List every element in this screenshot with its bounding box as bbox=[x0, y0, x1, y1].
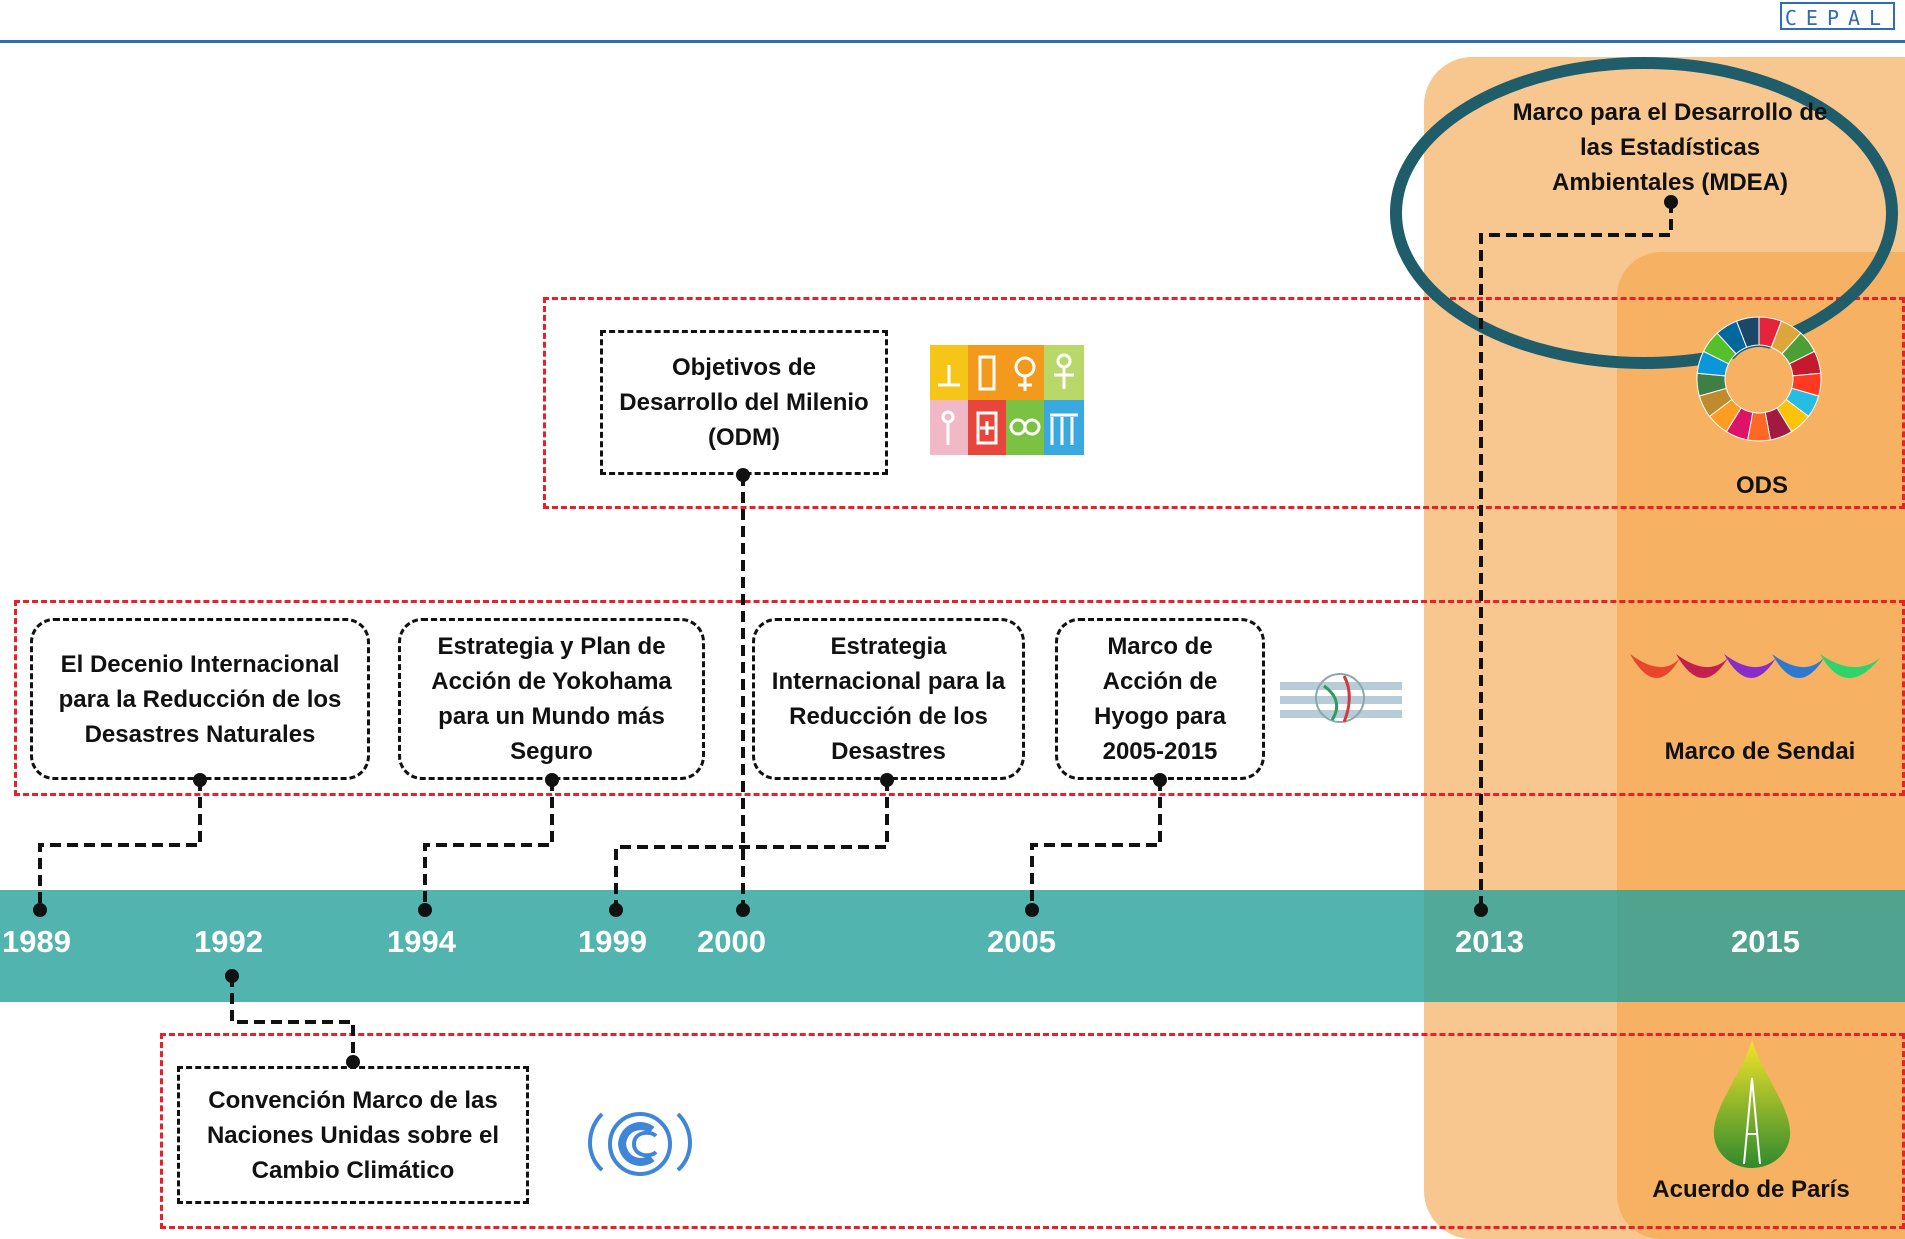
sendai-label: Marco de Sendai bbox=[1664, 738, 1856, 765]
ods-wheel-segment bbox=[1735, 316, 1760, 348]
year-2015: 2015 bbox=[1731, 924, 1800, 959]
odm-card: Objetivos de Desarrollo del Milenio (ODM… bbox=[600, 330, 888, 475]
paris-label: Acuerdo de París bbox=[1652, 1176, 1850, 1203]
year-1989: 1989 bbox=[2, 924, 71, 959]
ods-label: ODS bbox=[1735, 472, 1788, 499]
cepal-logo: CEPAL bbox=[1780, 2, 1895, 30]
header-rule bbox=[0, 40, 1905, 43]
ods-wheel-icon bbox=[1696, 316, 1822, 442]
year-1999: 1999 bbox=[578, 924, 647, 959]
year-2013: 2013 bbox=[1455, 924, 1524, 959]
odm-icons-grid bbox=[930, 345, 1084, 455]
group-disaster-risk bbox=[14, 600, 1905, 796]
year-2000: 2000 bbox=[697, 924, 766, 959]
yokohama-card: Estrategia y Plan de Acción de Yokohama … bbox=[398, 618, 705, 780]
timeline-band bbox=[0, 890, 1905, 1002]
year-1992: 1992 bbox=[194, 924, 263, 959]
year-1994: 1994 bbox=[387, 924, 456, 959]
un-isdr-globe-icon bbox=[1280, 673, 1402, 723]
unfccc-logo-icon bbox=[588, 1112, 692, 1176]
sendai-wave-icon bbox=[1630, 654, 1880, 679]
decenio-card: El Decenio Internacional para la Reducci… bbox=[30, 618, 370, 780]
year-2005: 2005 bbox=[987, 924, 1056, 959]
mdea-label: Marco para el Desarrollo de las Estadíst… bbox=[1512, 98, 1828, 196]
eird-card: Estrategia Internacional para la Reducci… bbox=[752, 618, 1025, 780]
group-climate bbox=[160, 1033, 1905, 1229]
group-development-goals bbox=[543, 297, 1905, 509]
cmnucc-card: Convención Marco de las Naciones Unidas … bbox=[177, 1066, 529, 1204]
hyogo-card: Marco de Acción de Hyogo para 2005-2015 bbox=[1055, 618, 1265, 780]
paris-leaf-icon bbox=[1713, 1040, 1791, 1168]
